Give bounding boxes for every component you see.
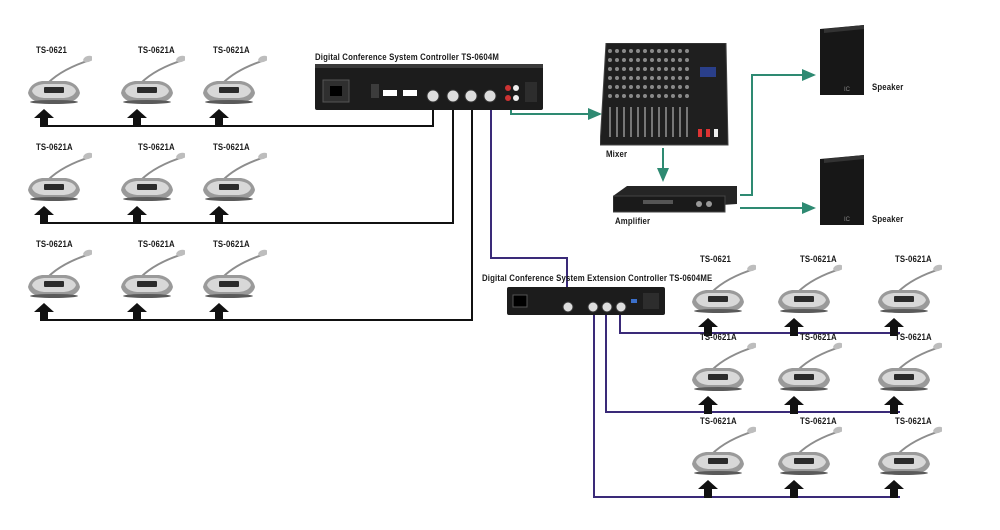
main-controller xyxy=(315,64,543,110)
conference-microphone-icon xyxy=(119,247,202,303)
left-row-3-cable xyxy=(45,102,473,321)
up-arrow-icon xyxy=(209,303,229,321)
right-row-1-cable xyxy=(619,311,900,334)
unit-label: TS-0621A xyxy=(800,332,837,343)
unit-label: TS-0621A xyxy=(138,239,175,250)
conference-microphone-icon xyxy=(201,150,284,206)
amplifier-to-speaker-1-cable xyxy=(740,69,816,196)
unit-label: TS-0621A xyxy=(700,332,737,343)
conference-microphone-icon xyxy=(876,340,959,396)
unit-label: TS-0621A xyxy=(36,142,73,153)
conference-microphone-icon xyxy=(776,424,859,480)
amplifier xyxy=(613,186,737,213)
conference-microphone-icon xyxy=(201,53,284,109)
up-arrow-icon xyxy=(127,109,147,127)
svg-text:IC: IC xyxy=(844,217,851,223)
conference-microphone-icon xyxy=(776,340,859,396)
conference-microphone-icon xyxy=(119,53,202,109)
up-arrow-icon xyxy=(698,318,718,336)
unit-label: TS-0621A xyxy=(895,254,932,265)
up-arrow-icon xyxy=(884,318,904,336)
speaker-2: IC xyxy=(820,155,864,225)
up-arrow-icon xyxy=(127,303,147,321)
up-arrow-icon xyxy=(698,396,718,414)
conference-microphone-icon xyxy=(690,424,773,480)
up-arrow-icon xyxy=(34,206,54,224)
unit-label: TS-0621A xyxy=(800,416,837,427)
up-arrow-icon xyxy=(209,206,229,224)
extension-controller-label: Digital Conference System Extension Cont… xyxy=(482,273,713,284)
up-arrow-icon xyxy=(784,480,804,498)
unit-label: TS-0621A xyxy=(138,45,175,56)
up-arrow-icon xyxy=(34,303,54,321)
unit-label: TS-0621 xyxy=(36,45,68,56)
speaker-2-label: Speaker xyxy=(872,214,904,225)
up-arrow-icon xyxy=(884,396,904,414)
mixer-label: Mixer xyxy=(606,149,628,160)
conference-microphone-icon xyxy=(201,247,284,303)
up-arrow-icon xyxy=(784,396,804,414)
conference-microphone-icon xyxy=(26,53,109,109)
conference-microphone-icon xyxy=(690,262,773,318)
unit-label: TS-0621A xyxy=(213,142,250,153)
right-row-2-cable xyxy=(605,311,900,413)
unit-label: TS-0621A xyxy=(213,45,250,56)
conference-microphone-icon xyxy=(26,150,109,206)
unit-label: TS-0621A xyxy=(36,239,73,250)
svg-text:IC: IC xyxy=(844,87,851,93)
unit-label: TS-0621 xyxy=(700,254,732,265)
unit-label: TS-0621A xyxy=(895,416,932,427)
mixer xyxy=(600,43,729,146)
conference-microphone-icon xyxy=(690,340,773,396)
up-arrow-icon xyxy=(698,480,718,498)
unit-label: TS-0621A xyxy=(138,142,175,153)
unit-label: TS-0621A xyxy=(800,254,837,265)
unit-label: TS-0621A xyxy=(700,416,737,427)
unit-label: TS-0621A xyxy=(213,239,250,250)
extension-controller xyxy=(507,287,665,315)
left-row-2-cable xyxy=(45,102,454,224)
trunk-cable xyxy=(490,102,568,305)
up-arrow-icon xyxy=(209,109,229,127)
conference-microphone-icon xyxy=(876,424,959,480)
main-controller-label: Digital Conference System Controller TS-… xyxy=(315,52,500,63)
conference-microphone-icon xyxy=(119,150,202,206)
speaker-1-label: Speaker xyxy=(872,82,904,93)
up-arrow-icon xyxy=(127,206,147,224)
conference-microphone-icon xyxy=(26,247,109,303)
up-arrow-icon xyxy=(884,480,904,498)
conference-microphone-icon xyxy=(776,262,859,318)
conference-microphone-icon xyxy=(876,262,959,318)
up-arrow-icon xyxy=(784,318,804,336)
speaker-1: IC xyxy=(820,25,864,95)
unit-label: TS-0621A xyxy=(895,332,932,343)
up-arrow-icon xyxy=(34,109,54,127)
amplifier-label: Amplifier xyxy=(615,216,651,227)
